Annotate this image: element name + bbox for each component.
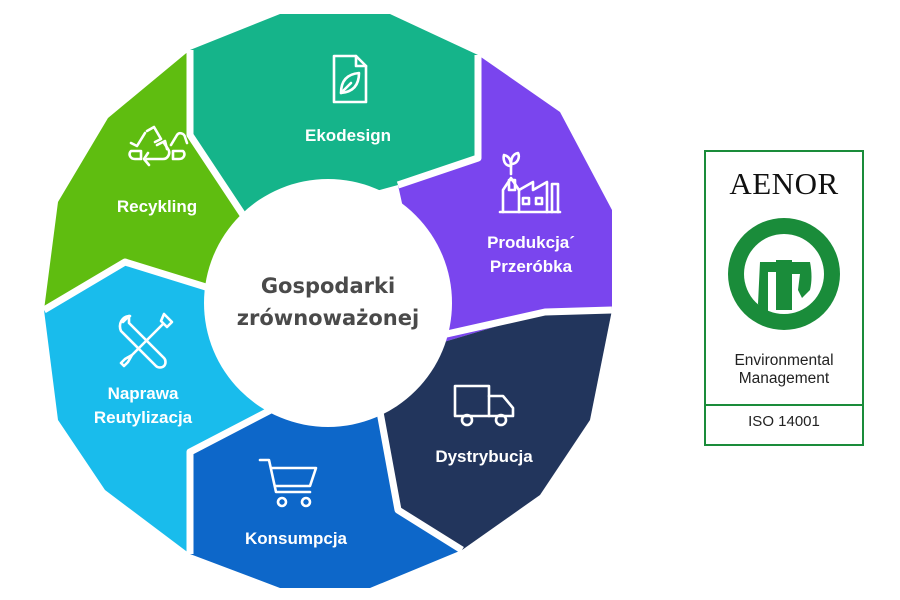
aenor-standard: ISO 14001 [748, 413, 820, 430]
aenor-certificate: AENOR Environmental Management ISO 14001 [704, 150, 864, 446]
center-circle [204, 179, 452, 427]
segment-dystrybucja [380, 310, 612, 550]
center-title-line1: Gospodarki [261, 274, 395, 298]
segment-ekodesign [190, 14, 478, 218]
aenor-divider [706, 404, 862, 406]
label-reutylizacja: Reutylizacja [94, 408, 193, 427]
segment-produkcja [398, 55, 612, 355]
label-dystrybucja: Dystrybucja [435, 447, 533, 466]
aenor-brand: AENOR [729, 166, 839, 201]
aenor-line1: Environmental [734, 352, 834, 369]
aenor-line2: Management [738, 370, 830, 387]
label-recykling: Recykling [117, 197, 197, 216]
label-przerobka: Przeróbka [490, 257, 573, 276]
shopping-cart-icon [258, 458, 318, 508]
recycle-icon [128, 125, 189, 167]
label-naprawa: Naprawa [108, 384, 179, 403]
aenor-ga-logo-icon [728, 218, 840, 330]
label-ekodesign: Ekodesign [305, 126, 391, 145]
aenor-description: Environmental Management [706, 352, 862, 388]
segment-recykling [44, 50, 245, 310]
label-konsumpcja: Konsumpcja [245, 529, 348, 548]
tools-icon [118, 312, 174, 369]
center-title-line2: zrównoważonej [237, 306, 419, 330]
label-produkcja: Produkcja´ [487, 233, 575, 252]
segment-konsumpcja [190, 400, 462, 588]
segment-separators [42, 50, 613, 554]
factory-icon [498, 151, 562, 214]
leaf-document-icon [332, 54, 368, 104]
truck-icon [453, 384, 515, 427]
